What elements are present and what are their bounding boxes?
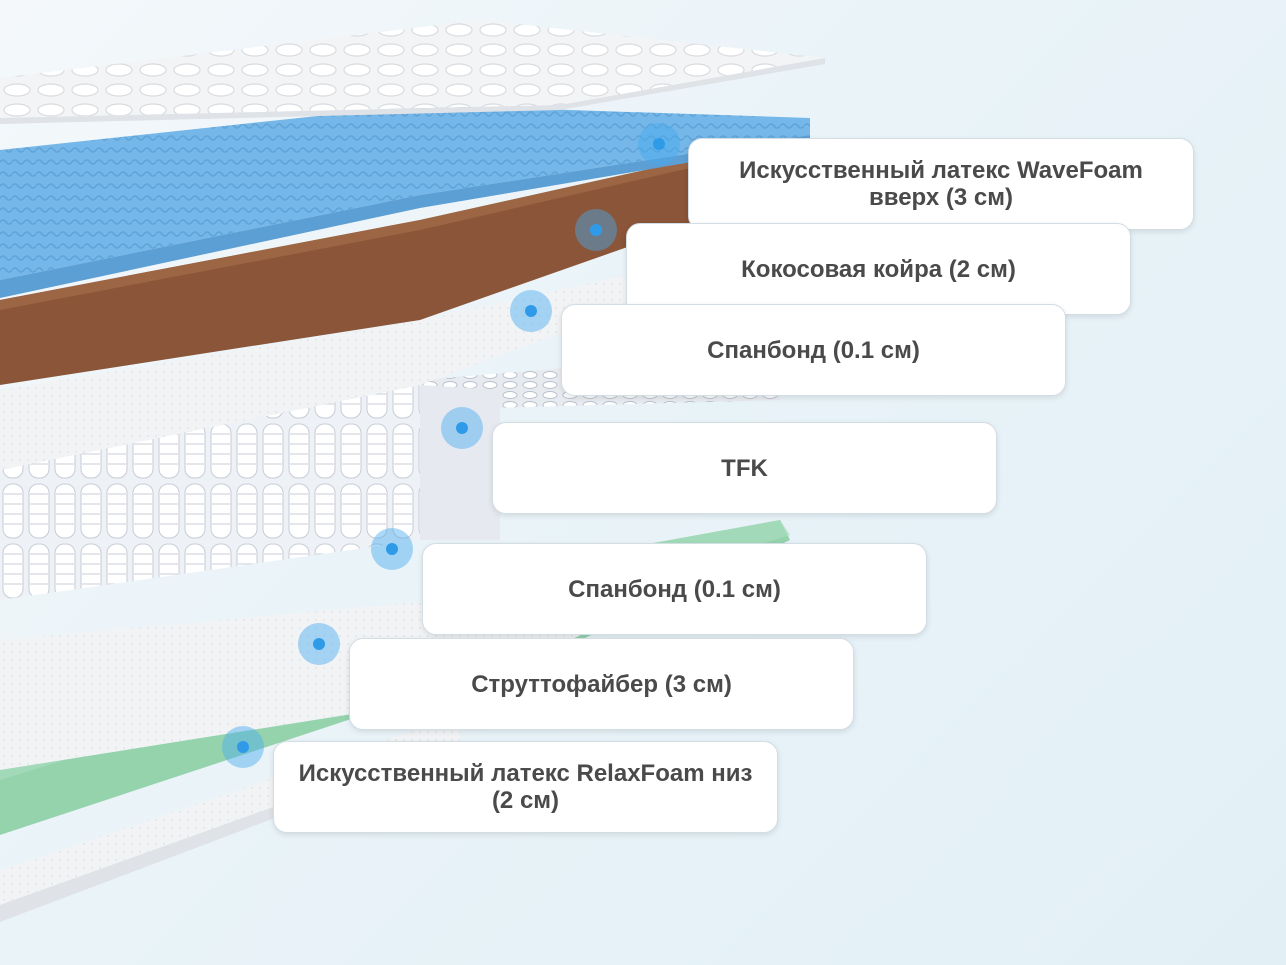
layer-marker-3[interactable] (510, 290, 552, 332)
coir-layer (0, 160, 690, 385)
layer-label-struttofiber: Струттофайбер (3 см) (349, 638, 854, 730)
layer-label-tfk: TFK (492, 422, 997, 514)
layer-label-wavefoam: Искусственный латекс WaveFoam вверх (3 с… (688, 138, 1194, 230)
coir-edge (0, 160, 690, 310)
layer-label-coir: Кокосовая койра (2 см) (626, 223, 1131, 315)
wavefoam-side (0, 135, 810, 298)
layer-marker-4[interactable] (441, 407, 483, 449)
wavefoam-layer (0, 105, 810, 280)
layer-label-text: Искусственный латекс WaveFoam вверх (3 с… (739, 157, 1143, 211)
layer-label-text: Струттофайбер (3 см) (471, 670, 732, 698)
layer-label-text: Спанбонд (0.1 см) (568, 575, 781, 603)
layer-marker-1[interactable] (638, 123, 680, 165)
layer-label-text: Кокосовая койра (2 см) (741, 255, 1016, 283)
quilted-cover (0, 20, 825, 118)
layer-marker-2[interactable] (575, 209, 617, 251)
layer-label-spunbond-upper: Спанбонд (0.1 см) (561, 304, 1066, 396)
spunbond-upper (0, 270, 650, 470)
spring-block-front (0, 385, 420, 600)
layer-label-relaxfoam: Искусственный латекс RelaxFoam низ (2 см… (273, 741, 778, 833)
layer-label-text: TFK (721, 454, 768, 482)
spring-block-side (420, 385, 500, 540)
layer-marker-5[interactable] (371, 528, 413, 570)
layer-marker-7[interactable] (222, 726, 264, 768)
quilted-cover-edge (0, 58, 825, 124)
layer-label-text: Спанбонд (0.1 см) (707, 336, 920, 364)
layer-label-spunbond-lower: Спанбонд (0.1 см) (422, 543, 927, 635)
layer-marker-6[interactable] (298, 623, 340, 665)
layer-label-text: Искусственный латекс RelaxFoam низ (2 см… (298, 760, 753, 814)
